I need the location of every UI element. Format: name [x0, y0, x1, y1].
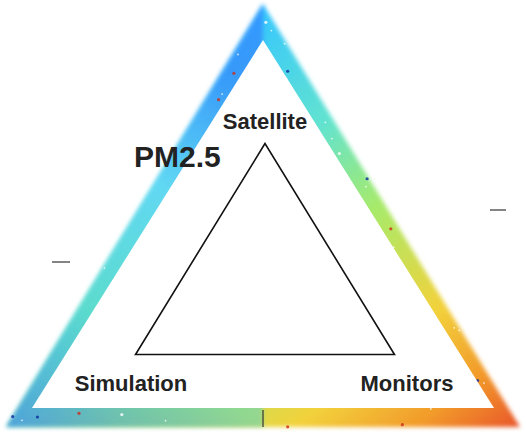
inner-triangle: PM2.5 — [134, 142, 396, 356]
map-band — [6, 4, 520, 427]
center-label: PM2.5 — [134, 142, 221, 172]
source-label: Satellite — [223, 111, 307, 133]
source-label: Monitors — [361, 373, 454, 395]
triangle-outline — [136, 144, 395, 355]
white-panel — [32, 40, 494, 408]
triangle-shape — [134, 142, 396, 356]
source-label: Simulation — [75, 373, 187, 395]
